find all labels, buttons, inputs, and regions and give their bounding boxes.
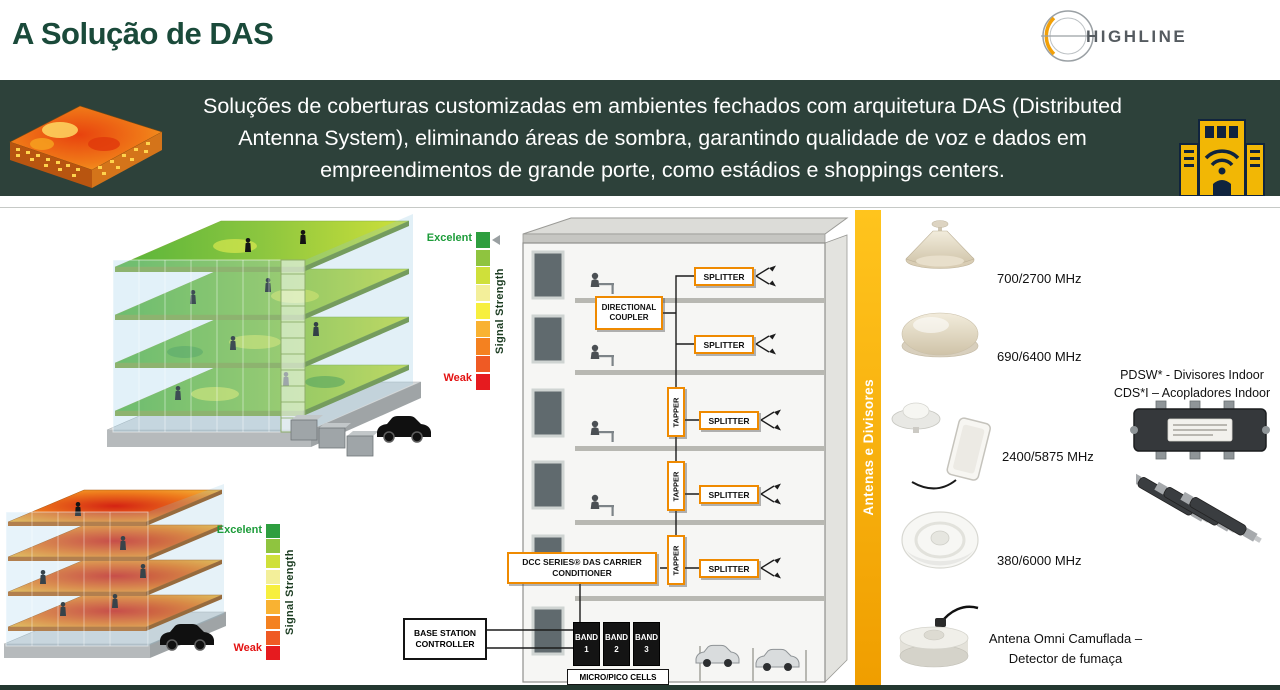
antenas-divisores-bar: Antenas e Divisores — [855, 210, 881, 685]
green-floor-slabs — [114, 220, 410, 416]
weak-signal-building-image — [3, 484, 227, 658]
antenna-frequency-label: 700/2700 MHz — [997, 271, 1082, 286]
signal-strength-scale — [476, 232, 490, 390]
panel-body — [946, 417, 991, 481]
das-diagram: SPLITTER DIRECTIONAL COUPLER SPLITTER TA… — [395, 210, 855, 686]
floor-slabs — [575, 298, 825, 601]
dome-antenna-image — [901, 312, 979, 358]
hvac-units — [290, 415, 379, 457]
glass-facade — [5, 511, 149, 647]
window-column — [531, 250, 565, 656]
antenna-frequency-label: 2400/5875 MHz — [1002, 449, 1094, 464]
weak-label: Weak — [443, 372, 472, 384]
bottom-border — [0, 685, 1280, 690]
antenna-cable — [911, 479, 957, 490]
directional-coupler-box: DIRECTIONAL COUPLER — [595, 296, 663, 330]
pdsw-line: PDSW* - Divisores Indoor — [1120, 368, 1264, 382]
band-1-box: BAND 1 — [573, 622, 600, 666]
smoke-detector-antenna-image — [899, 605, 979, 668]
antenna-frequency-label: Antena Omni Camuflada – Detector de fuma… — [988, 631, 1143, 667]
splitter-box: SPLITTER — [699, 485, 759, 504]
tapper-box: TAPPER — [667, 461, 685, 511]
antenna-frequency-label: 380/6000 MHz — [997, 553, 1082, 568]
dcc-carrier-conditioner-box: DCC SERIES® DAS CARRIER CONDITIONER — [507, 552, 657, 584]
cone-antenna-image — [905, 220, 975, 269]
stairwell — [280, 259, 306, 433]
red-floor-slabs — [7, 489, 223, 631]
splitter-box: SPLITTER — [699, 411, 759, 430]
signal-strength-axis: Signal Strength — [284, 549, 296, 635]
weak-label: Weak — [233, 642, 262, 654]
micro-pico-cells-label: MICRO/PICO CELLS — [567, 669, 669, 685]
splitter-box: SPLITTER — [694, 267, 754, 286]
indoor-splitter-device-image — [1130, 400, 1270, 460]
tapper-box: TAPPER — [667, 387, 685, 437]
signal-legend-good: Excelent Signal Strength Weak — [426, 232, 536, 392]
main-content: Excelent Signal Strength Weak — [0, 196, 1280, 690]
divisores-text: PDSW* - Divisores Indoor CDS*I – Acoplad… — [1103, 366, 1280, 402]
parking-lines — [699, 646, 807, 682]
antenna-frequency-label: 690/6400 MHz — [997, 349, 1082, 364]
tapper-box: TAPPER — [667, 535, 685, 585]
band-3-box: BAND 3 — [633, 622, 660, 666]
building-wifi-icon — [1179, 119, 1265, 196]
splitter-box: SPLITTER — [699, 559, 759, 578]
good-signal-building-image — [106, 214, 432, 457]
cds-line: CDS*I – Acopladores Indoor — [1113, 386, 1271, 401]
door — [1213, 180, 1231, 196]
das-building-structure — [487, 217, 849, 683]
glass-facade — [112, 259, 306, 433]
thermal-building-windows — [16, 142, 150, 177]
legend-pointer-icon — [492, 235, 500, 245]
wifi-icon — [1204, 149, 1240, 167]
banner: Soluções de coberturas customizadas em a… — [0, 80, 1280, 196]
band-units: BAND 1 BAND 2 BAND 3 — [573, 622, 660, 666]
antenas-divisores-label: Antenas e Divisores — [860, 379, 876, 516]
excellent-label: Excelent — [426, 232, 472, 244]
highline-logo: HIGHLINE — [1041, 10, 1187, 62]
round-antenna-image — [901, 511, 979, 569]
indoor-coupler-devices-image — [1136, 471, 1262, 543]
separator-line — [0, 207, 1280, 208]
band-2-box: BAND 2 — [603, 622, 630, 666]
page-title: A Solução de DAS — [12, 16, 274, 51]
panel-antenna-image — [891, 402, 991, 490]
excellent-label: Excelent — [216, 524, 262, 536]
thermal-building-image — [9, 105, 163, 188]
splitter-box: SPLITTER — [694, 335, 754, 354]
signal-strength-scale — [266, 524, 280, 661]
base-station-controller-box: BASE STATION CONTROLLER — [403, 618, 487, 660]
logo-text: HIGHLINE — [1086, 27, 1187, 46]
signal-legend-weak: Excelent Signal Strength Weak — [216, 524, 326, 662]
banner-text: Soluções de coberturas customizadas em a… — [203, 93, 1122, 183]
header: A Solução de DAS HIGHLINE — [0, 0, 1280, 80]
